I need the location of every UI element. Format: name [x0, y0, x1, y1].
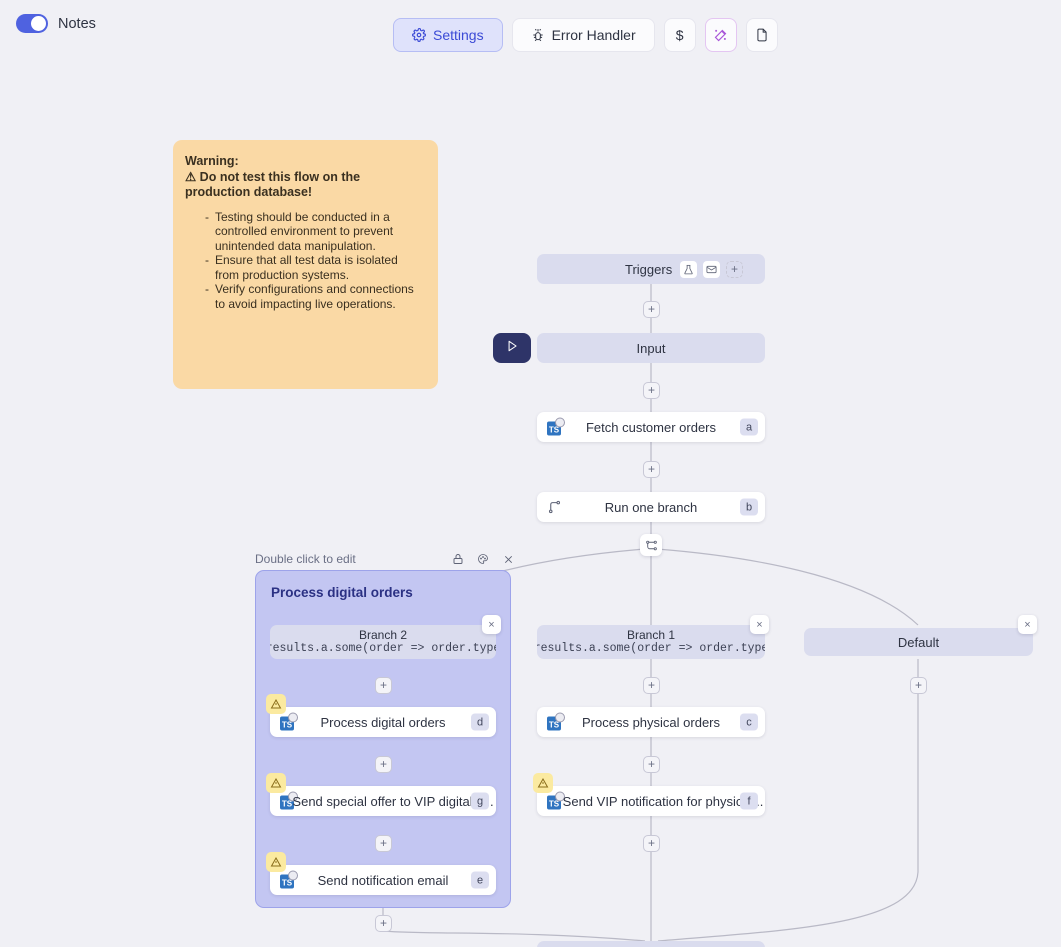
error-handler-label: Error Handler: [551, 27, 636, 43]
add-node-button[interactable]: +: [643, 756, 660, 773]
toggle-knob: [31, 16, 46, 31]
notes-toggle-group[interactable]: Notes: [16, 14, 96, 33]
cost-button[interactable]: $: [663, 18, 696, 52]
error-handler-button[interactable]: Error Handler: [511, 18, 655, 52]
add-node-button[interactable]: +: [643, 677, 660, 694]
settings-button[interactable]: Settings: [393, 18, 503, 52]
typescript-icon: TS: [280, 791, 298, 810]
typescript-icon: TS: [280, 870, 298, 889]
node-label: Run one branch: [604, 499, 698, 515]
node-send-vip-physical[interactable]: TS Send VIP notification for physical...…: [537, 786, 765, 816]
typescript-icon: TS: [547, 791, 565, 810]
toolbar-buttons: Settings Error Handler $: [393, 18, 778, 52]
note-title: Warning:: [185, 154, 239, 168]
branch-split-icon: [640, 534, 662, 556]
warning-badge[interactable]: [266, 773, 286, 793]
group-edit-hint: Double click to edit: [255, 552, 356, 566]
document-icon: [755, 28, 769, 42]
palette-icon[interactable]: [475, 551, 491, 567]
node-send-notification-email[interactable]: TS Send notification email e: [270, 865, 496, 895]
remove-branch-2-button[interactable]: ×: [482, 615, 501, 634]
magic-button[interactable]: [704, 18, 737, 52]
remove-branch-1-button[interactable]: ×: [750, 615, 769, 634]
group-title: Process digital orders: [271, 585, 413, 600]
warning-badge[interactable]: [266, 852, 286, 872]
note-list-item: Testing should be conducted in a control…: [205, 210, 424, 254]
input-node[interactable]: Input: [537, 333, 765, 363]
bottom-merge-node[interactable]: [537, 941, 765, 947]
input-node-label: Input: [636, 340, 666, 356]
add-node-button[interactable]: +: [643, 461, 660, 478]
document-button[interactable]: [745, 18, 778, 52]
add-node-button[interactable]: +: [643, 382, 660, 399]
magic-wand-icon: [713, 28, 728, 43]
node-run-one-branch[interactable]: Run one branch b: [537, 492, 765, 522]
triggers-label: Triggers: [625, 261, 673, 277]
add-node-button[interactable]: +: [375, 677, 392, 694]
note-list: Testing should be conducted in a control…: [185, 210, 424, 312]
note-list-item: Verify configurations and connections to…: [205, 282, 424, 311]
node-shortcut-key: a: [740, 418, 758, 436]
node-shortcut-key: c: [740, 713, 758, 731]
add-node-button[interactable]: +: [375, 915, 392, 932]
notes-label: Notes: [58, 15, 96, 32]
node-shortcut-key: e: [471, 871, 489, 889]
branch-2-name: Branch 2: [358, 627, 408, 642]
close-icon[interactable]: [500, 551, 516, 567]
branch-default-label: Default: [897, 634, 940, 650]
flask-icon[interactable]: [680, 260, 697, 278]
node-process-physical-orders[interactable]: TS Process physical orders c: [537, 707, 765, 737]
warning-badge[interactable]: [533, 773, 553, 793]
node-process-digital-orders[interactable]: TS Process digital orders d: [270, 707, 496, 737]
top-toolbar: Notes Settings Erro: [0, 0, 1061, 60]
node-label: Process digital orders: [320, 714, 446, 730]
settings-button-label: Settings: [433, 27, 484, 43]
node-label: Send special offer to VIP digital c...: [292, 793, 494, 809]
node-shortcut-key: f: [740, 792, 758, 810]
add-node-button[interactable]: +: [643, 835, 660, 852]
node-label: Fetch customer orders: [585, 419, 717, 435]
add-node-button[interactable]: +: [643, 301, 660, 318]
node-shortcut-key: d: [471, 713, 489, 731]
run-input-button[interactable]: [493, 333, 531, 363]
note-list-item: Ensure that all test data is isolated fr…: [205, 253, 424, 282]
node-fetch-customer-orders[interactable]: TS Fetch customer orders a: [537, 412, 765, 442]
node-label: Process physical orders: [582, 714, 720, 730]
warning-badge[interactable]: [266, 694, 286, 714]
branch-1-condition[interactable]: Branch 1 results.a.some(order => order.t…: [537, 625, 765, 659]
branch-2-condition[interactable]: Branch 2 results.a.some(order => order.t…: [270, 625, 496, 659]
note-heading: ⚠ Do not test this flow on the productio…: [185, 169, 361, 200]
group-header: Double click to edit: [255, 551, 512, 569]
envelope-icon[interactable]: [703, 260, 720, 278]
node-shortcut-key: g: [471, 792, 489, 810]
notes-toggle[interactable]: [16, 14, 48, 33]
warning-note[interactable]: Warning: ⚠ Do not test this flow on the …: [173, 140, 438, 389]
bug-icon: [531, 28, 545, 42]
branch-1-name: Branch 1: [626, 627, 676, 642]
triggers-node[interactable]: Triggers +: [537, 254, 765, 284]
dollar-icon: $: [675, 27, 684, 43]
gear-icon: [412, 28, 426, 42]
typescript-icon: TS: [280, 712, 298, 731]
branch-default[interactable]: Default: [804, 628, 1033, 656]
typescript-icon: TS: [547, 417, 565, 436]
play-icon: [505, 339, 519, 358]
group-process-digital-orders[interactable]: [255, 570, 511, 908]
typescript-icon: TS: [547, 712, 565, 731]
branch-2-expression: results.a.some(order => order.type: [270, 641, 496, 655]
add-node-button[interactable]: +: [375, 756, 392, 773]
node-send-special-offer-vip[interactable]: TS Send special offer to VIP digital c..…: [270, 786, 496, 816]
lock-icon[interactable]: [450, 551, 466, 567]
add-node-button[interactable]: +: [375, 835, 392, 852]
remove-branch-default-button[interactable]: ×: [1018, 615, 1037, 634]
branch-1-expression: results.a.some(order => order.type: [537, 641, 765, 655]
node-label: Send notification email: [317, 872, 449, 888]
node-label: Send VIP notification for physical...: [562, 793, 764, 809]
add-node-button[interactable]: +: [910, 677, 927, 694]
add-trigger-button[interactable]: +: [726, 261, 743, 278]
node-shortcut-key: b: [740, 498, 758, 516]
branch-icon: [547, 500, 562, 515]
